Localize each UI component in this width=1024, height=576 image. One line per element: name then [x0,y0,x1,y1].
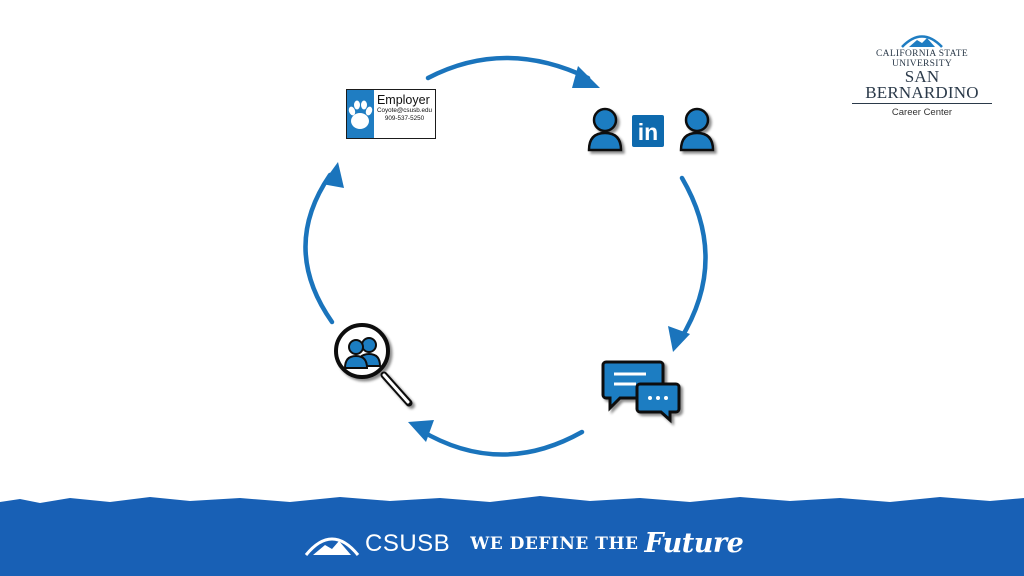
employer-title: Employer [376,93,430,107]
employer-card: Employer Coyote@csusb.edu 909-537-5250 [346,89,436,139]
cycle-arrow-top [425,55,591,81]
logo-department: Career Center [891,107,953,118]
mountain-dome-icon [901,35,943,48]
paw-print-icon [347,90,374,138]
person-icon [587,107,623,152]
linkedin-label: in [638,119,658,145]
cycle-arrow-bottom [417,427,585,457]
person-icon [679,107,715,152]
career-center-logo: CALIFORNIA STATE UNIVERSITY SAN BERNARDI… [852,34,992,118]
chat-bubbles-icon [601,360,681,424]
footer-tagline: WE DEFINE THE [470,533,639,554]
arrowhead-left [322,162,344,188]
linkedin-connection-icon: in [587,107,715,152]
footer-band: CSUSB WE DEFINE THE Future [0,490,1024,576]
arrowhead-bottom [408,420,434,442]
people-search-icon [334,323,413,407]
mountain-arc-icon [304,537,360,556]
footer-csusb: CSUSB [365,529,451,557]
employer-phone: 909-537-5250 [384,115,425,122]
arrowhead-right [668,326,690,352]
footer-brand: CSUSB WE DEFINE THE Future [303,528,744,559]
arrowhead-top [572,66,600,88]
footer-tagline-script: Future [644,528,744,559]
logo-university: CALIFORNIA STATE UNIVERSITY [876,49,968,69]
logo-campus: SAN BERNARDINO [852,68,992,104]
cycle-arrow-left [303,172,335,325]
employer-email: Coyote@csusb.edu [376,107,432,114]
cycle-arrow-right [677,175,708,343]
linkedin-icon: in [632,115,664,147]
